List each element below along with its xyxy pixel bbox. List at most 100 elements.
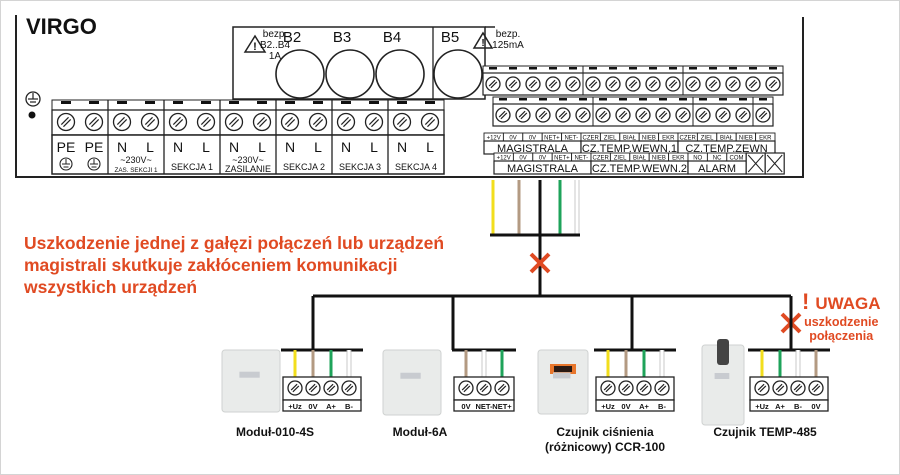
terminal-pin-label: L — [258, 139, 266, 155]
screw-icon — [705, 76, 721, 92]
screw-icon — [635, 107, 651, 123]
indicator-dot — [28, 111, 36, 119]
terminal-voltage-label: ~230V~ — [120, 155, 152, 165]
pin-label: NET- — [564, 136, 578, 142]
pin-label: EKR — [672, 156, 685, 162]
pin-label: 0V — [539, 156, 546, 162]
screw-icon — [715, 107, 731, 123]
pin-group-label: CZ.TEMP.ZEWN — [685, 143, 767, 155]
device-pin-label: B- — [345, 402, 353, 411]
terminal-labels — [51, 134, 445, 175]
pin-group-label: ALARM — [698, 163, 736, 175]
screw-icon — [84, 112, 104, 132]
pin-label: CZER — [583, 136, 600, 142]
device-pin-label: +Uz — [601, 402, 615, 411]
controller-title: VIRGO — [26, 14, 97, 39]
terminal-mark — [341, 101, 351, 104]
screw-icon — [754, 380, 770, 396]
terminal-mark — [89, 101, 99, 104]
screw-icon — [476, 380, 492, 396]
unused-terminal-icon — [745, 152, 766, 175]
uwaga-line-2: połączenia — [809, 329, 874, 343]
screw-icon — [605, 76, 621, 92]
screw-icon — [765, 76, 781, 92]
terminal-group-caption: SEKCJA 3 — [339, 162, 381, 172]
screw-icon — [790, 380, 806, 396]
screw-icon — [745, 76, 761, 92]
terminal-strip — [51, 109, 445, 136]
terminal-group-caption: SEKCJA 2 — [283, 162, 325, 172]
screw-icon — [655, 107, 671, 123]
screw-icon — [458, 380, 474, 396]
terminal-mark — [285, 101, 295, 104]
device-pin-label: 0V — [308, 402, 317, 411]
uwaga-note: !UWAGA uszkodzenie połączenia — [802, 289, 881, 343]
screw-icon — [654, 380, 670, 396]
fuse-holder — [433, 49, 483, 99]
screw-icon — [308, 112, 328, 132]
device-image — [701, 339, 745, 426]
pin-group-label: MAGISTRALA — [497, 143, 569, 155]
screw-icon — [494, 380, 510, 396]
device-pin-label: A+ — [639, 402, 649, 411]
pin-group-label: CZ.TEMP.WEWN.2 — [592, 163, 687, 175]
fuse-warning-line: bezp. — [496, 29, 520, 40]
warning-message: Uszkodzenie jednej z gałęzi połączeń lub… — [24, 233, 445, 297]
screw-icon — [645, 76, 661, 92]
device-image — [537, 349, 589, 415]
pin-label: COM — [730, 156, 744, 162]
bus-strip-2 — [492, 103, 774, 127]
unused-terminal-icon — [764, 152, 785, 175]
terminal-mark — [229, 101, 239, 104]
screw-icon — [735, 107, 751, 123]
screw-icon — [515, 107, 531, 123]
screw-icon — [725, 76, 741, 92]
screw-icon — [695, 107, 711, 123]
terminal-pin-label: L — [146, 139, 154, 155]
fuse-label: B5 — [441, 29, 459, 46]
earth-icon — [87, 157, 101, 171]
device-pin-label: B- — [658, 402, 666, 411]
screw-icon — [525, 76, 541, 92]
fault-x-icon — [529, 252, 551, 274]
terminal-mark — [61, 101, 71, 104]
fuse-holder — [325, 49, 375, 99]
fuse-label: B4 — [383, 29, 401, 46]
screw-icon — [675, 107, 691, 123]
terminal-group-caption: SEKCJA 1 — [171, 162, 213, 172]
device-name: Moduł-6A — [392, 425, 448, 439]
screw-icon — [555, 107, 571, 123]
device-image — [382, 349, 442, 416]
screw-icon — [252, 112, 272, 132]
pin-label: NIEB — [652, 156, 666, 162]
screw-icon — [323, 380, 339, 396]
device-pin-label: B- — [794, 402, 802, 411]
pin-label: +12V — [497, 156, 511, 162]
pin-label: 0V — [529, 136, 536, 142]
pin-label: NET+ — [544, 136, 560, 142]
pin-label: NET+ — [554, 156, 570, 162]
screw-icon — [485, 76, 501, 92]
screw-icon — [168, 112, 188, 132]
terminal-mark — [145, 101, 155, 104]
device-pin-label: 0V — [461, 402, 470, 411]
pin-label: +12V — [487, 136, 501, 142]
screw-icon — [772, 380, 788, 396]
screw-icon — [364, 112, 384, 132]
screw-icon — [392, 112, 412, 132]
terminal-voltage-label: ~230V~ — [232, 155, 264, 165]
terminal-mark — [173, 101, 183, 104]
device-name: Czujnik ciśnienia (różnicowy) CCR-100 — [544, 425, 666, 454]
screw-icon — [565, 76, 581, 92]
pin-label: CZER — [680, 136, 697, 142]
uwaga-line-1: uszkodzenie — [804, 315, 879, 329]
pin-label: NET- — [574, 156, 588, 162]
pin-label: ZIEL — [604, 136, 617, 142]
device-image — [221, 349, 281, 413]
device-pin-label: A+ — [326, 402, 336, 411]
terminal-mark — [369, 101, 379, 104]
terminal-pin-label: L — [314, 139, 322, 155]
